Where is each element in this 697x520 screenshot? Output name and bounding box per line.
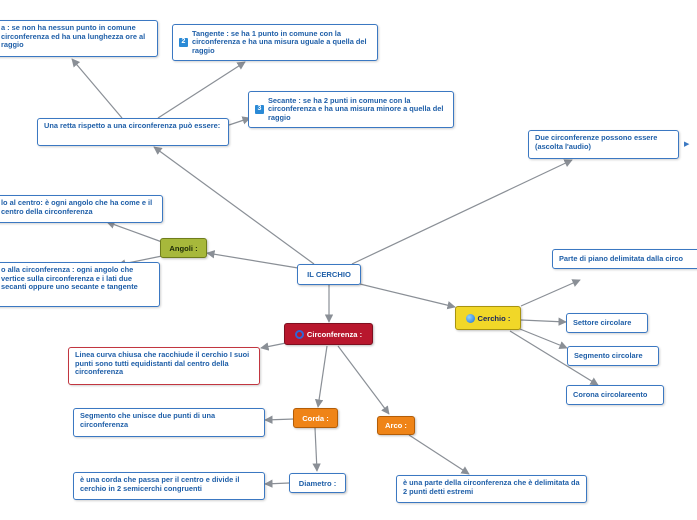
branch-arco-label: Arco :: [385, 421, 407, 430]
edge-circ-arco: [337, 345, 390, 415]
branch-angoli[interactable]: Angoli :: [160, 238, 207, 258]
node-def-arco[interactable]: è una parte della circonferenza che è de…: [396, 475, 587, 503]
node-secante[interactable]: 3 Secante : se ha 2 punti in comune con …: [248, 91, 454, 128]
node-corona-text: Corona circolareento: [573, 389, 648, 399]
node-retta-esterna[interactable]: a : se non ha nessun punto in comune cir…: [0, 20, 158, 57]
branch-corda[interactable]: Corda :: [293, 408, 338, 428]
branch-cerchio[interactable]: Cerchio :: [455, 306, 521, 330]
node-due-circonferenze[interactable]: Due circonferenze possono essere (ascolt…: [528, 130, 679, 159]
node-corona[interactable]: Corona circolareento: [566, 385, 664, 405]
node-segmento[interactable]: Segmento circolare: [567, 346, 659, 366]
node-parte-piano[interactable]: Parte di piano delimitata dalla circo: [552, 249, 697, 269]
node-segmento-text: Segmento circolare: [574, 350, 643, 360]
edge-center-retta: [153, 146, 315, 265]
node-tangente[interactable]: 2 Tangente : se ha 1 punto in comune con…: [172, 24, 378, 61]
node-def-circonferenza-text: Linea curva chiusa che racchiude il cerc…: [75, 350, 250, 377]
node-settore-text: Settore circolare: [573, 317, 632, 327]
globe-icon: [465, 313, 475, 323]
number-badge-icon: 3: [255, 105, 264, 114]
branch-angoli-label: Angoli :: [169, 243, 198, 253]
node-secante-text: Secante : se ha 2 punti in comune con la…: [268, 95, 444, 122]
edge-corda-def: [264, 415, 295, 424]
node-diametro-label: Diametro :: [298, 478, 337, 488]
node-angolo-centro[interactable]: lo al centro: è ogni angolo che ha come …: [0, 195, 163, 223]
edge-center-due-circ: [351, 159, 573, 265]
number-badge-icon: 2: [179, 38, 188, 47]
edge-corda-diametro: [312, 427, 321, 472]
node-retta-esterna-text: a : se non ha nessun punto in comune cir…: [1, 23, 146, 50]
branch-arco[interactable]: Arco :: [377, 416, 415, 435]
central-topic[interactable]: IL CERCHIO: [297, 264, 361, 285]
node-retta[interactable]: Una retta rispetto a una circonferenza p…: [37, 118, 229, 146]
edge-retta-esterna: [71, 58, 123, 119]
edge-diametro-def: [264, 479, 290, 488]
node-angolo-circonferenza[interactable]: o alla circonferenza : ogni angolo che v…: [0, 262, 160, 307]
node-def-arco-text: è una parte della circonferenza che è de…: [403, 478, 580, 496]
edge-center-angoli: [206, 250, 299, 269]
node-def-diametro-text: è una corda che passa per il centro e di…: [80, 475, 240, 493]
ring-icon: [294, 329, 304, 339]
branch-corda-label: Corda :: [302, 413, 329, 423]
edge-circ-def: [260, 342, 287, 351]
node-angolo-circonferenza-text: o alla circonferenza : ogni angolo che v…: [1, 265, 138, 292]
node-def-circonferenza[interactable]: Linea curva chiusa che racchiude il cerc…: [68, 347, 260, 385]
node-def-corda[interactable]: Segmento che unisce due punti di una cir…: [73, 408, 265, 437]
central-topic-label: IL CERCHIO: [307, 270, 351, 279]
edge-center-cerchio: [359, 283, 456, 310]
edge-retta-secante: [228, 116, 251, 126]
node-def-diametro[interactable]: è una corda che passa per il centro e di…: [73, 472, 265, 500]
edge-cerchio-segmento: [514, 326, 568, 350]
edge-cerchio-parte: [520, 279, 581, 307]
edge-cerchio-corona: [509, 330, 599, 386]
node-angolo-centro-text: lo al centro: è ogni angolo che ha come …: [1, 198, 153, 216]
node-diametro[interactable]: Diametro :: [289, 473, 346, 493]
play-arrow-icon[interactable]: ▶: [684, 141, 690, 148]
node-def-corda-text: Segmento che unisce due punti di una cir…: [80, 411, 216, 429]
branch-circonferenza-label: Circonferenza :: [306, 329, 363, 339]
node-due-circonferenze-text: Due circonferenze possono essere (ascolt…: [535, 133, 658, 151]
edge-arco-def: [408, 434, 470, 475]
branch-cerchio-label: Cerchio :: [477, 313, 511, 323]
branch-circonferenza[interactable]: Circonferenza :: [284, 323, 373, 345]
node-retta-text: Una retta rispetto a una circonferenza p…: [44, 121, 221, 130]
node-tangente-text: Tangente : se ha 1 punto in comune con l…: [192, 28, 367, 55]
edge-circ-corda: [314, 345, 328, 408]
node-settore[interactable]: Settore circolare: [566, 313, 648, 333]
edge-retta-tangente: [157, 61, 246, 119]
edge-cerchio-settore: [520, 317, 567, 326]
edge-angoli-centro: [106, 220, 163, 243]
node-parte-piano-text: Parte di piano delimitata dalla circo: [559, 253, 684, 263]
